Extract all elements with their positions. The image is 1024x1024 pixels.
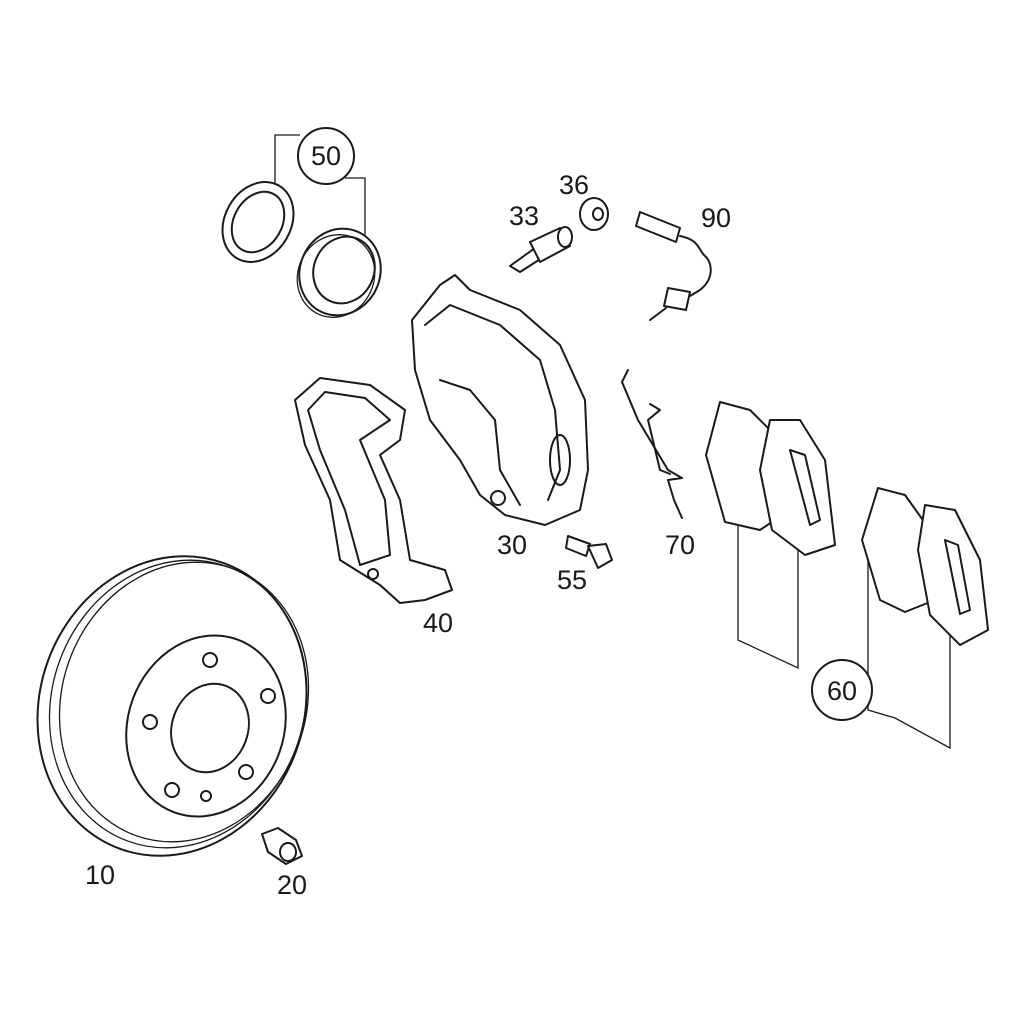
label-20: 20 — [277, 870, 307, 900]
part-brake-caliper[interactable]: 30 — [411, 274, 589, 560]
part-spring-clip[interactable]: 70 — [621, 369, 695, 560]
label-50: 50 — [311, 141, 341, 171]
part-seal-kit[interactable]: 50 — [208, 127, 394, 330]
label-33: 33 — [509, 201, 539, 231]
part-disc-screw[interactable]: 20 — [261, 827, 307, 900]
callout-circle-60 — [811, 659, 873, 721]
label-55: 55 — [557, 565, 587, 595]
label-36: 36 — [559, 170, 589, 200]
part-caliper-carrier[interactable]: 40 — [294, 377, 453, 638]
callout-circle-50 — [297, 127, 355, 185]
label-40: 40 — [423, 608, 453, 638]
label-10: 10 — [85, 860, 115, 890]
label-60: 60 — [827, 676, 857, 706]
part-bleeder-valve[interactable]: 33 — [509, 201, 573, 273]
part-bolt-55[interactable]: 55 — [557, 535, 613, 595]
part-brake-disc[interactable]: 10 — [0, 518, 348, 894]
part-brake-pads[interactable]: 60 — [705, 401, 989, 750]
label-90: 90 — [701, 203, 731, 233]
label-30: 30 — [497, 530, 527, 560]
label-70: 70 — [665, 530, 695, 560]
part-wear-sensor[interactable]: 90 — [635, 203, 731, 321]
part-dust-cap[interactable]: 36 — [559, 170, 609, 231]
